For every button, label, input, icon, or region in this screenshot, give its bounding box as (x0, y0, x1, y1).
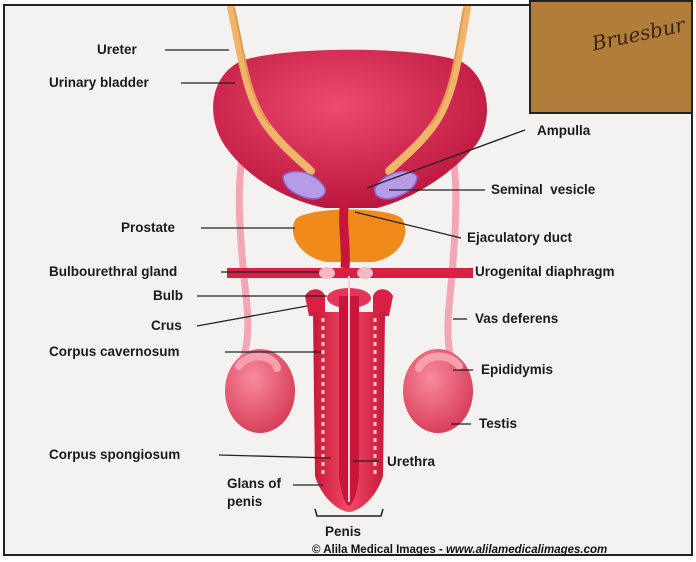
label-bulbourethral-gland: Bulbourethral gland (49, 264, 177, 280)
label-crus: Crus (151, 318, 182, 334)
label-corpus-spongiosum: Corpus spongiosum (49, 447, 180, 463)
label-epididymis: Epididymis (481, 362, 553, 378)
testis-left (225, 349, 295, 433)
label-urogenital-diaphragm: Urogenital diaphragm (475, 264, 615, 280)
label-glans-line1: Glans of (227, 476, 281, 492)
label-vas-deferens: Vas deferens (475, 311, 558, 327)
image-credit: © Alila Medical Images - www.alilamedica… (312, 544, 607, 556)
credit-owner: © Alila Medical Images (312, 544, 436, 556)
testis-right (403, 349, 473, 433)
label-bulb: Bulb (153, 288, 183, 304)
bulbourethral-gland-left (319, 267, 335, 279)
label-ejaculatory-duct: Ejaculatory duct (467, 230, 572, 246)
urinary-bladder-shape (213, 50, 487, 208)
label-ampulla: Ampulla (537, 123, 590, 139)
label-seminal-vesicle: Seminal vesicle (491, 182, 595, 198)
bulbourethral-gland-right (357, 267, 373, 279)
handwritten-signature: Bruesbur (590, 12, 687, 55)
label-ureter: Ureter (97, 42, 137, 58)
signature-inset-photo: Bruesbur (529, 0, 693, 114)
label-corpus-cavernosum: Corpus cavernosum (49, 344, 180, 360)
label-urinary-bladder: Urinary bladder (49, 75, 149, 91)
crus-right (373, 289, 393, 316)
credit-url: www.alilamedicalimages.com (446, 544, 607, 556)
label-penis: Penis (325, 524, 361, 540)
label-urethra: Urethra (387, 454, 435, 470)
crus-left (305, 289, 325, 316)
credit-separator: - (439, 544, 443, 556)
label-glans-line2: penis (227, 494, 262, 510)
label-prostate: Prostate (121, 220, 175, 236)
label-testis: Testis (479, 416, 517, 432)
